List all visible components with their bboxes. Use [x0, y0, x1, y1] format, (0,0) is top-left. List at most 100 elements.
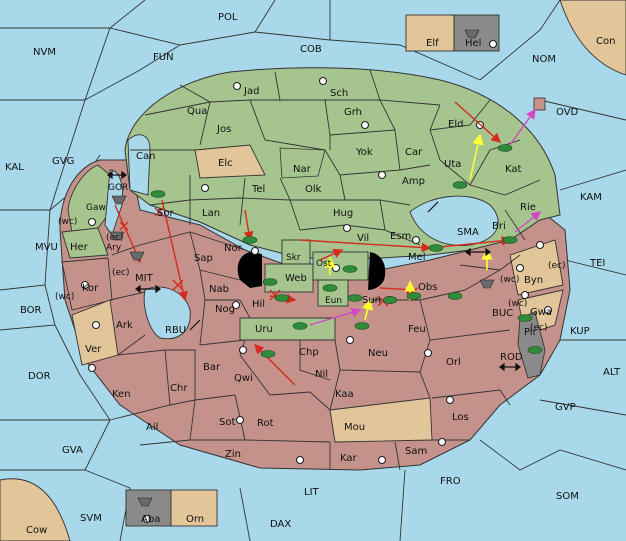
canal-west — [237, 252, 262, 288]
label-sma: SMA — [457, 227, 479, 238]
label-rod: ROD — [500, 352, 523, 363]
label-elf: Elf — [426, 38, 439, 49]
label-feu: Feu — [408, 324, 426, 335]
region-ovd-island — [533, 97, 546, 111]
label-bri: Bri — [492, 221, 506, 232]
label-ver: Ver — [85, 344, 102, 355]
label-eun: Eun — [325, 296, 342, 306]
label-los: Los — [452, 412, 469, 423]
label-cow: Cow — [26, 525, 47, 536]
label-gvp: GVP — [555, 402, 576, 413]
region-elf[interactable] — [405, 14, 455, 52]
label-obs: Obs — [418, 282, 437, 293]
label-ary: Ary — [106, 243, 122, 253]
label-kam: KAM — [580, 192, 602, 203]
label-mit: MIT — [135, 273, 154, 284]
label-svm: SVM — [80, 513, 102, 524]
label-nor: Nor — [224, 243, 243, 254]
label-chr: Chr — [170, 383, 188, 394]
label-sor: Sor — [157, 208, 174, 219]
label-ec-2: (ec) — [112, 268, 130, 278]
label-pol: POL — [218, 12, 238, 23]
label-elc: Elc — [218, 158, 233, 169]
label-lit: LIT — [304, 487, 320, 498]
label-wc-3: (wc) — [55, 292, 74, 302]
label-vil: Vil — [357, 233, 369, 244]
label-dax: DAX — [270, 519, 291, 530]
label-qua: Qua — [187, 106, 207, 117]
label-gwa: Gwa — [530, 307, 552, 318]
label-wc-2: (wc) — [500, 275, 519, 285]
label-kat: Kat — [505, 164, 522, 175]
region-elc[interactable] — [194, 144, 266, 179]
label-fun: FUN — [153, 52, 174, 63]
label-neu: Neu — [368, 348, 388, 359]
label-rie: Rie — [520, 202, 536, 213]
label-orl: Orl — [446, 357, 461, 368]
label-amp: Amp — [402, 176, 425, 187]
label-jos: Jos — [216, 124, 231, 135]
label-web: Web — [285, 273, 307, 284]
label-car: Car — [405, 147, 423, 158]
label-jad: Jad — [243, 86, 259, 97]
label-sam: Sam — [405, 446, 427, 457]
region-pir[interactable] — [517, 311, 546, 379]
label-nom: NOM — [532, 54, 556, 65]
label-esm: Esm — [390, 231, 411, 242]
label-nab: Nab — [209, 284, 229, 295]
region-orn[interactable] — [170, 489, 218, 527]
label-sap: Sap — [194, 253, 213, 264]
label-hil: Hil — [252, 299, 265, 310]
label-lan: Lan — [202, 208, 220, 219]
label-sot: Sot — [219, 417, 235, 428]
label-uru: Uru — [255, 324, 273, 335]
label-fro: FRO — [440, 476, 461, 487]
label-cob: COB — [300, 44, 322, 55]
label-rbu: RBU — [165, 325, 186, 336]
label-wc-4: (wc) — [508, 299, 527, 309]
label-tel: Tel — [251, 184, 265, 195]
label-aba: Aba — [141, 514, 160, 525]
label-nil: Nil — [315, 369, 328, 380]
label-bar: Bar — [203, 362, 221, 373]
label-her: Her — [70, 242, 89, 253]
label-nog: Nog — [215, 304, 235, 315]
region-gaw[interactable] — [67, 164, 111, 233]
region-uru[interactable] — [239, 317, 336, 341]
label-som: SOM — [556, 491, 579, 502]
orders-magenta — [309, 108, 542, 326]
label-grh: Grh — [344, 107, 362, 118]
label-hel: Hel — [465, 38, 481, 49]
label-orn: Orn — [186, 514, 204, 525]
label-kup: KUP — [570, 326, 590, 337]
label-can: Can — [136, 151, 155, 162]
label-gaw: Gaw — [86, 203, 106, 213]
label-ken: Ken — [112, 389, 131, 400]
connection-symbols — [107, 170, 521, 372]
label-hug: Hug — [333, 208, 353, 219]
label-olk: Olk — [305, 184, 322, 195]
label-ec-4: (ec) — [530, 323, 548, 333]
label-tei: TEI — [589, 258, 605, 269]
label-chp: Chp — [299, 347, 319, 358]
region-nar[interactable] — [279, 147, 326, 179]
region-her[interactable] — [61, 227, 109, 259]
region-web[interactable] — [264, 263, 314, 293]
label-zin: Zin — [225, 449, 241, 460]
label-con: Con — [596, 36, 615, 47]
land-labels: Jad Sch Qua Jos Grh Eld Can Elc Nar Yok … — [55, 38, 566, 525]
label-qwi: Qwi — [234, 373, 253, 384]
label-yok: Yok — [355, 147, 373, 158]
sea-labels: POL COB FUN NVM NOM Con OVD KAL GVG KAM … — [5, 12, 621, 536]
label-uta: Uta — [444, 159, 461, 170]
label-kaa: Kaa — [335, 389, 354, 400]
region-eun[interactable] — [317, 279, 349, 307]
label-pir: Pir — [524, 327, 538, 338]
label-mel: Mel — [408, 252, 426, 263]
label-buc: BUC — [492, 308, 513, 319]
label-ail: Ail — [146, 422, 158, 433]
label-alt: ALT — [603, 367, 621, 378]
label-sch: Sch — [330, 88, 348, 99]
